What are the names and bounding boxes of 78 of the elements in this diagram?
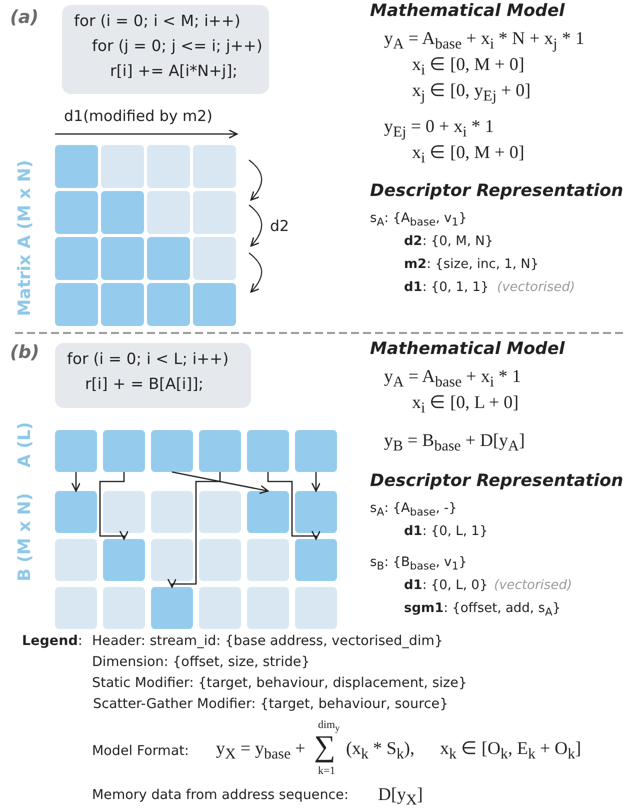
legend-text: Memory data from address sequence: xyxy=(92,788,349,804)
array-cell xyxy=(247,539,289,581)
equation: (x$_{k}$ * S$_{k}$), xyxy=(346,738,415,764)
array-cell xyxy=(103,587,145,629)
section-heading: Mathematical Model xyxy=(370,2,565,22)
descriptor-line: m2: {size, inc, 1, N} xyxy=(404,258,539,273)
legend-text: Model Format: xyxy=(92,744,189,760)
sum-limit: k=1 xyxy=(318,765,336,778)
equation: D[y$_{X}$] xyxy=(378,784,423,810)
array-cell xyxy=(103,491,145,533)
array-cell xyxy=(55,430,97,472)
legend-heading: Legend: xyxy=(22,634,82,650)
descriptor-line: s$_{B}$: {B$_{base}$, v$_{1}$} xyxy=(370,556,467,574)
arrow xyxy=(167,472,221,588)
axis-label: B (M x N) xyxy=(16,493,36,582)
array-cell xyxy=(151,539,193,581)
legend-text: Dimension: {offset, size, stride} xyxy=(92,655,310,671)
descriptor-line: d1: {0, L, 0} xyxy=(404,579,488,594)
arrow xyxy=(311,472,321,492)
descriptor-line: d2: {0, M, N} xyxy=(404,235,494,250)
equation: y$_{A}$ = A$_{base}$ + x$_{i}$ * N + x$_{j}$ * 1 xyxy=(384,28,584,54)
array-cell xyxy=(247,491,289,533)
array-cell xyxy=(295,587,337,629)
array-cell xyxy=(55,491,97,533)
descriptor-line: sgm1: {offset, add, s$_{A}$} xyxy=(404,602,561,620)
equation: y$_{B}$ = B$_{base}$ + D[y$_{A}$] xyxy=(384,430,525,456)
array-cell xyxy=(55,587,97,629)
section-heading: Mathematical Model xyxy=(370,340,565,360)
equation: x$_{i}$ ∈ [0, M + 0] xyxy=(412,54,524,80)
array-cell xyxy=(247,587,289,629)
note: (vectorised) xyxy=(497,281,576,296)
equation: y$_{A}$ = A$_{base}$ + x$_{i}$ * 1 xyxy=(384,366,521,392)
arrow xyxy=(267,472,321,540)
legend-text: Header: stream_id: {base address, vectorised_dim} xyxy=(92,634,443,650)
array-cell xyxy=(295,430,337,472)
array-cell xyxy=(103,430,145,472)
code-line: r[i] += A[i*N+j]; xyxy=(109,61,238,82)
array-cell xyxy=(295,539,337,581)
equation: x$_{k}$ ∈ [O$_{k}$, E$_{k}$ + O$_{k}$] xyxy=(440,738,582,764)
array-cell xyxy=(199,587,241,629)
equation: x$_{j}$ ∈ [0, y$_{Ej}$ + 0] xyxy=(412,80,531,106)
axis-label: Matrix A (M x N) xyxy=(16,160,36,316)
descriptor-line: d1: {0, 1, 1} xyxy=(404,281,489,296)
legend-text: Scatter-Gather Modifier: {target, behaviour, source} xyxy=(93,697,448,713)
legend-text: Static Modifier: {target, behaviour, displacement, size} xyxy=(92,676,468,692)
descriptor-line: s$_{A}$: {A$_{base}$, -} xyxy=(370,502,457,520)
code-line: r[i] + = B[A[i]]; xyxy=(84,374,204,395)
axis-label: d1(modified by m2) xyxy=(64,108,213,126)
equation: y$_{Ej}$ = 0 + x$_{i}$ * 1 xyxy=(384,116,494,142)
array-cell xyxy=(151,430,193,472)
section-heading: Descriptor Representation xyxy=(370,472,624,492)
array-cell xyxy=(151,587,193,629)
note: (vectorised) xyxy=(494,579,572,594)
arrow xyxy=(99,472,129,540)
arrow xyxy=(172,471,269,494)
sum-sign: ∑ xyxy=(314,732,336,762)
array-cell xyxy=(55,539,97,581)
code-line: for (i = 0; i < L; i++) xyxy=(67,349,230,370)
array-cell xyxy=(247,430,289,472)
equation: x$_{i}$ ∈ [0, L + 0] xyxy=(412,392,519,418)
panel-label: (a) xyxy=(10,8,39,29)
descriptor-line: d1: {0, L, 1} xyxy=(404,525,488,540)
equation: y$_{X}$ = y$_{base}$ + xyxy=(216,738,306,764)
equation: x$_{i}$ ∈ [0, M + 0] xyxy=(412,142,524,168)
array-cell xyxy=(103,539,145,581)
descriptor-line: s$_{A}$: {A$_{base}$, v$_{1}$} xyxy=(370,212,467,230)
array-cell xyxy=(295,491,337,533)
code-line: for (i = 0; i < M; i++) xyxy=(74,11,242,32)
panel-label: (b) xyxy=(10,343,40,364)
section-heading: Descriptor Representation xyxy=(370,182,624,202)
array-cell xyxy=(199,539,241,581)
array-cell xyxy=(199,430,241,472)
axis-label: A (L) xyxy=(16,422,36,468)
arrow xyxy=(71,472,81,492)
array-cell xyxy=(151,491,193,533)
array-cell xyxy=(199,491,241,533)
axis-label: d2 xyxy=(270,218,290,236)
sum-limit: dim$_{y}$ xyxy=(318,719,340,734)
